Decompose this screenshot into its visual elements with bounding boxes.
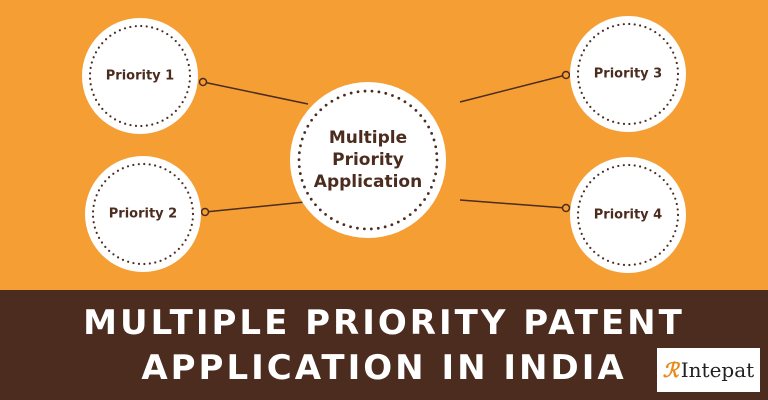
- connector-4: [459, 199, 567, 209]
- connector-1: [202, 81, 309, 105]
- title-band: [0, 290, 768, 400]
- logo-text: Intepat: [680, 358, 755, 382]
- node-label-3: Priority 3: [593, 66, 663, 82]
- title-line-2: APPLICATION IN INDIA: [141, 348, 627, 388]
- center-label: Multiple Priority Application: [313, 128, 423, 192]
- center-circle: [290, 82, 446, 238]
- connector-dot-2: [200, 207, 210, 217]
- node-label-2: Priority 2: [108, 206, 178, 222]
- diagram: [82, 16, 686, 273]
- node-label-1: Priority 1: [105, 68, 175, 84]
- logo-mark-icon: ℛ: [662, 358, 679, 382]
- connector-dot-3: [561, 70, 571, 80]
- intepat-logo: ℛ Intepat: [657, 348, 760, 392]
- node-circle-1: [82, 18, 198, 134]
- center-dotted-ring: [297, 89, 439, 231]
- node-dotted-ring-1: [88, 24, 192, 128]
- node-dotted-ring-2: [91, 162, 195, 266]
- node-dotted-ring-4: [576, 163, 680, 267]
- connector-dot-1: [198, 77, 208, 87]
- node-circle-4: [570, 157, 686, 273]
- connector-3: [459, 74, 567, 103]
- node-dotted-ring-3: [576, 22, 680, 126]
- node-circle-2: [85, 156, 201, 272]
- title-line-1: MULTIPLE PRIORITY PATENT: [83, 303, 685, 343]
- connector-2: [204, 201, 306, 213]
- node-label-4: Priority 4: [593, 207, 663, 223]
- node-circle-3: [570, 16, 686, 132]
- connector-dot-4: [561, 203, 571, 213]
